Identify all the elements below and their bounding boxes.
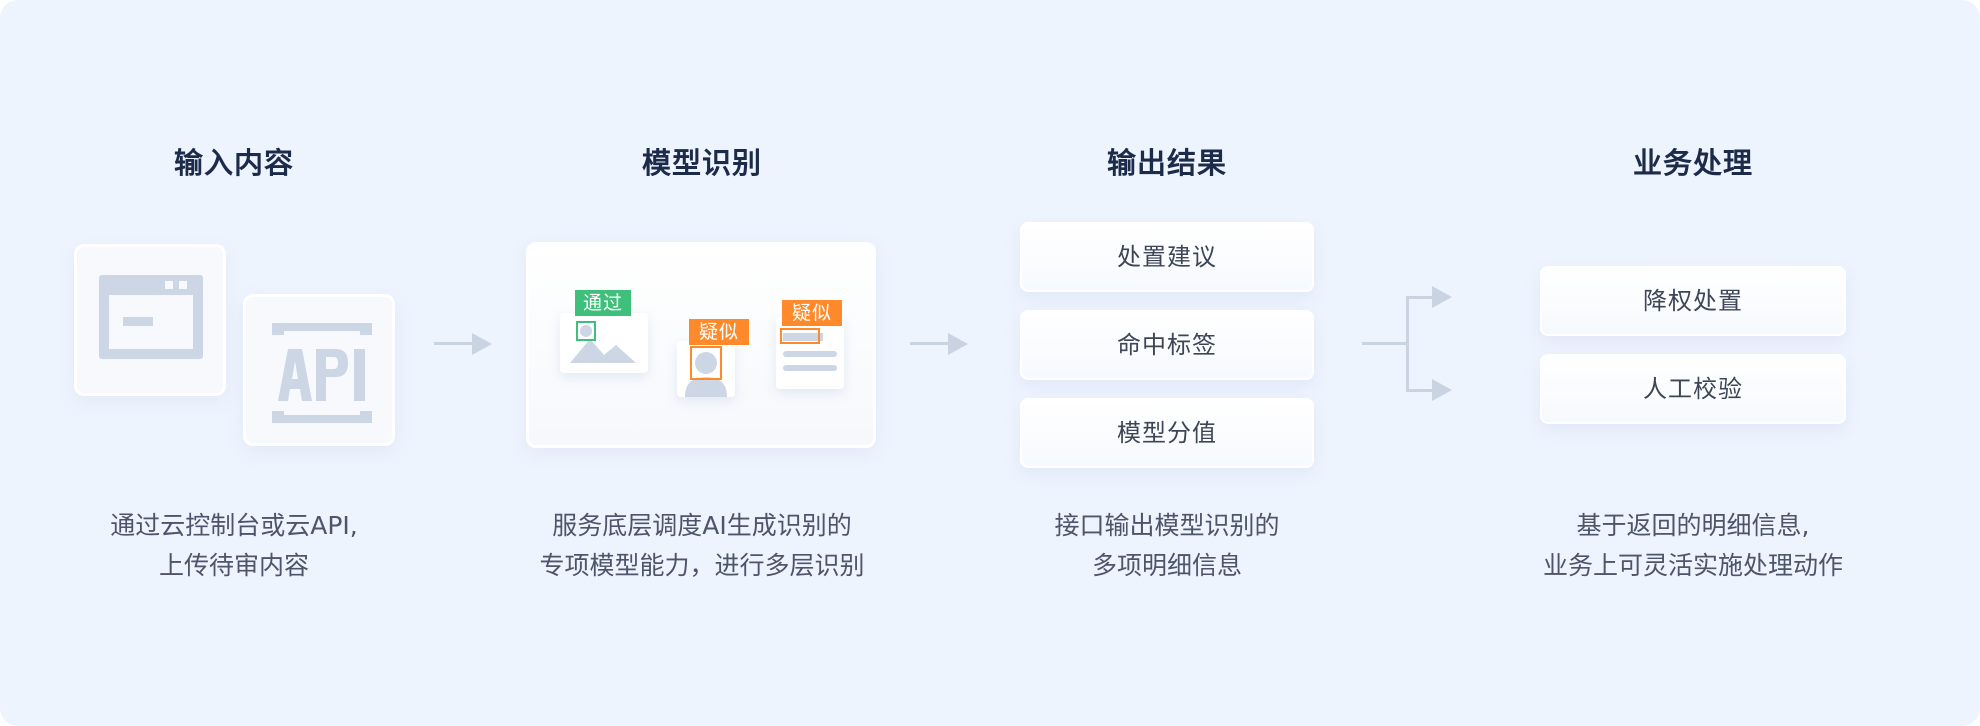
window-icon [99, 275, 203, 359]
step-4-desc-line-2: 业务上可灵活实施处理动作 [1542, 551, 1843, 580]
step-1-desc-line-1: 通过云控制台或云API, [110, 511, 358, 540]
document-icon [780, 328, 837, 371]
step-2-desc-line-1: 服务底层调度AI生成识别的 [552, 511, 852, 540]
step-1-desc-line-2: 上传待审内容 [158, 551, 309, 580]
arrow-right-icon [434, 333, 492, 355]
step-3-desc-line-1: 接口输出模型识别的 [1054, 511, 1280, 540]
step-3-desc-line-2: 多项明细信息 [1091, 551, 1242, 580]
result-item-disposal: 处置建议 [1020, 222, 1314, 292]
person-icon [685, 346, 727, 397]
step-4-desc-line-1: 基于返回的明细信息, [1576, 511, 1810, 540]
step-3-description: 接口输出模型识别的 多项明细信息 [947, 506, 1387, 586]
branch-arrow-icon [1362, 286, 1452, 401]
step-4-title: 业务处理 [1632, 146, 1753, 180]
step-2-title: 模型识别 [641, 146, 762, 180]
pass-tag: 通过 [575, 290, 631, 316]
action-item-downrank: 降权处置 [1540, 266, 1846, 336]
document-thumbnail [776, 317, 844, 389]
step-3-title: 输出结果 [1106, 146, 1227, 180]
window-card [74, 244, 226, 396]
result-item-score: 模型分值 [1020, 398, 1314, 468]
result-item-label: 命中标签 [1020, 310, 1314, 380]
person-thumbnail [677, 341, 735, 397]
suspect-tag-1: 疑似 [689, 319, 749, 345]
step-2-description: 服务底层调度AI生成识别的 专项模型能力，进行多层识别 [482, 506, 922, 586]
step-1-description: 通过云控制台或云API, 上传待审内容 [14, 506, 454, 586]
landscape-icon [570, 321, 636, 363]
arrow-right-icon [910, 333, 968, 355]
step-4-description: 基于返回的明细信息, 业务上可灵活实施处理动作 [1473, 506, 1913, 586]
recognition-card: 通过 疑似 疑似 [526, 242, 876, 448]
image-thumbnail [560, 313, 648, 373]
step-1-title: 输入内容 [173, 146, 294, 180]
action-item-manual-review: 人工校验 [1540, 354, 1846, 424]
step-2-desc-line-2: 专项模型能力，进行多层识别 [539, 551, 865, 580]
api-icon [272, 323, 372, 423]
api-card [243, 294, 395, 446]
suspect-tag-2: 疑似 [782, 300, 842, 326]
